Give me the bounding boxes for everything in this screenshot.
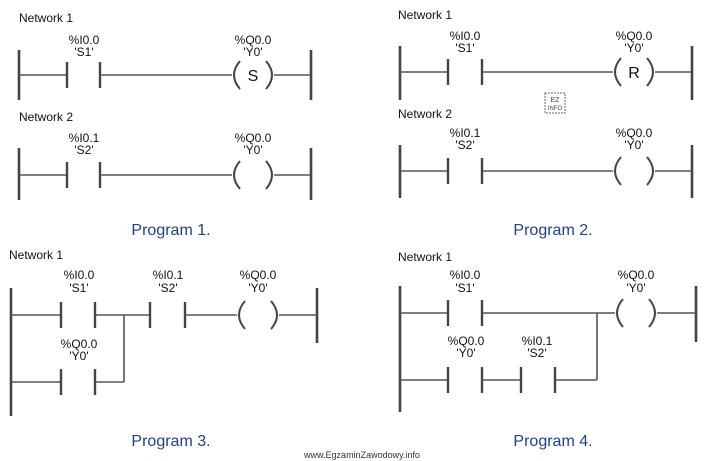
p4-contact-s1-address: %I0.0 [450, 268, 481, 282]
p3-contact-s2-address: %I0.1 [153, 268, 184, 282]
p4-contact-s1 [446, 300, 484, 326]
p2-n2-coil-address: %Q0.0 [616, 126, 653, 140]
p1-n2-contact-address: %I0.1 [69, 131, 100, 145]
svg-text:EZ: EZ [551, 97, 561, 104]
p3-coil [238, 300, 278, 330]
p2-n2-contact-no [446, 158, 484, 184]
p3-coil-symbol: 'Y0' [248, 281, 267, 295]
program-3: Network 1 %I0.0 'S1' %I0.1 'S2' %Q0.0 'Y… [9, 248, 319, 450]
p3-network-1-label: Network 1 [9, 248, 63, 262]
program-4: Network 1 %I0.0 'S1' %Q0.0 'Y0' %Q0.0 'Y… [398, 250, 698, 450]
p2-n2-coil [614, 156, 654, 186]
program-4-caption: Program 4. [513, 433, 592, 450]
p2-n1-coil-symbol: 'Y0' [624, 41, 643, 55]
p4-coil [616, 298, 656, 328]
p2-n1-reset-coil [614, 57, 654, 87]
p3-contact-s1 [59, 302, 97, 328]
p1-n1-coil-symbol: 'Y0' [243, 45, 262, 59]
p2-network-1-label: Network 1 [398, 8, 452, 22]
p1-n1-contact-no [65, 62, 102, 88]
p3-coil-address: %Q0.0 [240, 268, 277, 282]
p1-n2-contact-no [65, 162, 102, 188]
program-2-caption: Program 2. [513, 222, 592, 239]
p4-contact-s2-address: %I0.1 [522, 334, 553, 348]
p2-network-2-label: Network 2 [398, 107, 452, 121]
p2-n2-coil-symbol: 'Y0' [624, 138, 643, 152]
p1-n2-coil-address: %Q0.0 [235, 131, 272, 145]
p1-network-1-label: Network 1 [19, 11, 73, 25]
p2-n1-contact-symbol: 'S1' [455, 41, 474, 55]
program-1: Network 1 %I0.0 'S1' %Q0.0 'Y0' S Networ… [17, 11, 313, 239]
p2-n1-coil-letter: R [628, 65, 640, 82]
p3-contact-y0-symbol: 'Y0' [69, 349, 88, 363]
p1-n1-coil-address: %Q0.0 [235, 33, 272, 47]
p1-n2-coil [233, 160, 273, 190]
p1-network-2-label: Network 2 [19, 110, 73, 124]
p4-coil-symbol: 'Y0' [626, 281, 645, 295]
program-3-caption: Program 3. [131, 433, 210, 450]
p4-network-1-label: Network 1 [398, 250, 452, 264]
p1-n2-contact-symbol: 'S2' [74, 143, 93, 157]
p2-n2-contact-symbol: 'S2' [455, 138, 474, 152]
ez-info-logo: EZ INFO [544, 92, 566, 114]
p1-n1-coil-letter: S [248, 68, 259, 85]
p1-n2-coil-symbol: 'Y0' [243, 143, 262, 157]
svg-text:INFO: INFO [548, 106, 563, 112]
p3-contact-s1-address: %I0.0 [64, 268, 95, 282]
p4-contact-s2-symbol: 'S2' [527, 346, 546, 360]
p4-contact-y0-address: %Q0.0 [448, 334, 485, 348]
watermark-text: www.EgzaminZawodowy.info [303, 450, 420, 460]
p1-n1-set-coil [233, 60, 273, 90]
p4-coil-address: %Q0.0 [618, 268, 655, 282]
p1-n1-contact-address: %I0.0 [69, 33, 100, 47]
p4-contact-y0-symbol: 'Y0' [456, 346, 475, 360]
p3-contact-s1-symbol: 'S1' [69, 281, 88, 295]
p4-contact-y0 [446, 367, 484, 393]
p3-contact-y0-address: %Q0.0 [61, 337, 98, 351]
p2-n1-contact-no [446, 59, 484, 85]
program-2: Network 1 %I0.0 'S1' %Q0.0 'Y0' R EZ INF… [398, 8, 694, 239]
p1-n1-contact-symbol: 'S1' [74, 45, 93, 59]
program-1-caption: Program 1. [131, 222, 210, 239]
p2-n2-contact-address: %I0.1 [450, 126, 481, 140]
p3-contact-s2 [148, 302, 187, 328]
p3-contact-y0 [59, 369, 97, 395]
p4-contact-s2 [519, 367, 557, 393]
p2-n1-contact-address: %I0.0 [450, 29, 481, 43]
p2-n1-coil-address: %Q0.0 [616, 29, 653, 43]
p3-contact-s2-symbol: 'S2' [158, 281, 177, 295]
p4-contact-s1-symbol: 'S1' [455, 281, 474, 295]
